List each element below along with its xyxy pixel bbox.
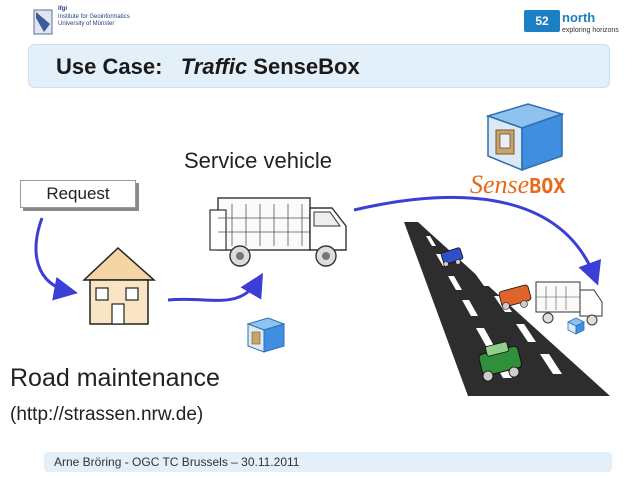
request-label: Request (46, 184, 110, 203)
road-truck-icon (535, 281, 603, 335)
title-suffix: SenseBox (247, 54, 360, 79)
fiftytwo-north-word: north (562, 10, 596, 25)
house-icon (82, 246, 156, 325)
ifgi-line2: University of Münster (58, 21, 115, 27)
ifgi-text: ifgi Institute for Geoinformatics Univer… (58, 6, 130, 29)
arrow-vehicle-to-road (353, 195, 602, 286)
arrow-request-to-house (34, 217, 78, 301)
sensebox-cube-icon (485, 103, 565, 172)
slide-title: Use Case: Traffic SenseBox (56, 54, 360, 80)
sensebox-logo: SenseBOX (470, 170, 565, 200)
orange-car-icon (498, 284, 532, 310)
road-maintenance-label: Road maintenance (10, 364, 220, 392)
footer-bar (44, 452, 612, 472)
sensebox-logo-box: BOX (529, 174, 566, 198)
fiftytwo-north-tagline: exploring horizons (562, 27, 619, 34)
blue-car-icon (440, 247, 464, 267)
service-truck-icon (209, 197, 347, 267)
title-bar (28, 44, 610, 88)
ifgi-line1: Institute for Geoinformatics (58, 13, 130, 20)
request-button[interactable]: Request (20, 180, 136, 208)
arrow-house-to-vehicle (167, 272, 264, 302)
service-vehicle-label: Service vehicle (184, 148, 332, 173)
sensebox-logo-script: Sense (470, 170, 530, 199)
footer-text: Arne Bröring - OGC TC Brussels – 30.11.2… (54, 455, 300, 469)
title-prefix: Use Case: (56, 54, 181, 79)
small-sensebox-cube-icon (246, 317, 286, 353)
url-label: (http://strassen.nrw.de) (10, 404, 204, 425)
ifgi-short: ifgi (58, 6, 67, 12)
green-car-icon (478, 341, 522, 382)
ifgi-logo-icon (33, 9, 53, 35)
title-italic: Traffic (180, 54, 248, 79)
fiftytwo-north-badge: 52 (524, 10, 560, 32)
